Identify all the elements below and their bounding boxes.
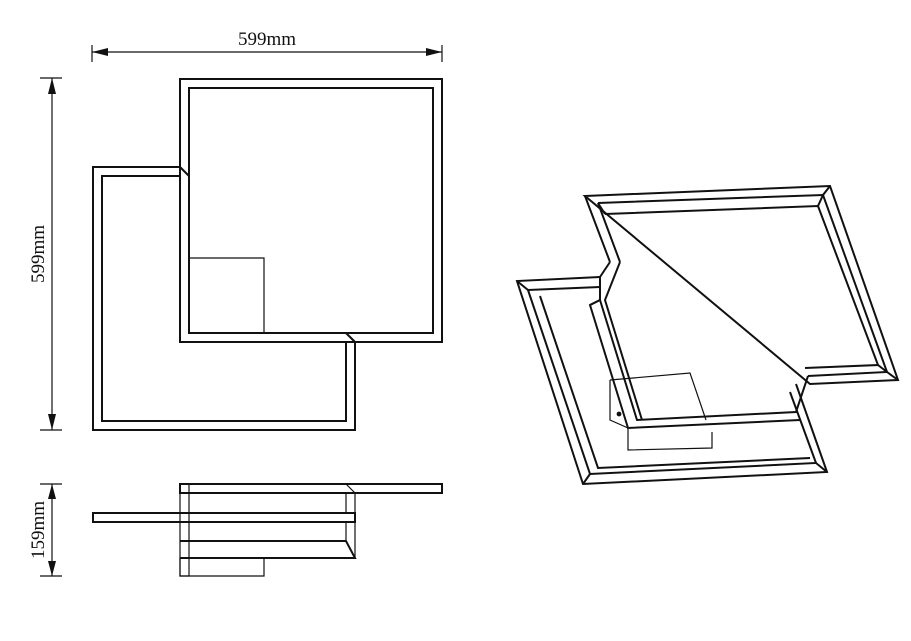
iso-frame-connector-inner [603, 261, 643, 421]
front-view [92, 78, 443, 431]
iso-frame-connector-face [588, 299, 801, 430]
height-label: 599mm [28, 225, 49, 283]
isometric-view [515, 184, 900, 486]
mounting-plate [189, 257, 265, 333]
side-view [92, 483, 443, 577]
iso-lower-frame-top-edge [516, 280, 601, 292]
back-frame-joint-top [179, 166, 190, 177]
width-label: 599mm [238, 29, 296, 50]
depth-label: 159mm [28, 501, 49, 559]
back-frame-outer [92, 166, 356, 431]
iso-lower-corners [582, 462, 828, 485]
iso-connector-joint [589, 299, 601, 306]
side-back-frame [92, 512, 356, 523]
side-body-mid [189, 521, 347, 542]
side-body-top [189, 492, 347, 513]
height-arrow-top [48, 78, 56, 94]
width-dimension: 599mm [91, 29, 443, 62]
depth-arrow-top [48, 484, 56, 499]
side-body-base [180, 540, 357, 559]
iso-frame-connector [599, 261, 809, 422]
depth-arrow-bottom [48, 561, 56, 576]
iso-upper-corner-b [817, 185, 831, 207]
iso-mount-side [609, 380, 629, 429]
iso-upper-corner-c [877, 364, 899, 381]
iso-upper-corner-a [597, 202, 606, 215]
side-front-frame [179, 483, 443, 494]
iso-lower-frame-inner-face [539, 295, 811, 470]
height-arrow-bottom [48, 414, 56, 430]
iso-upper-frame-inner-face [604, 204, 880, 369]
front-frame-outer [179, 78, 443, 343]
back-frame-inner [101, 175, 347, 422]
iso-upper-frame-left-edge [584, 195, 621, 263]
iso-lower-frame-inner [527, 289, 818, 476]
width-arrow-left [92, 48, 108, 56]
width-arrow-right [426, 48, 442, 56]
height-dimension: 599mm [28, 77, 62, 431]
side-bevel-top [345, 483, 356, 494]
side-mount-post [179, 483, 190, 577]
iso-screw-icon [616, 411, 622, 417]
iso-upper-frame-inner-top [597, 193, 889, 377]
side-mounting-plate [179, 558, 265, 577]
front-frame-inner [188, 87, 434, 334]
iso-lower-frame-outer [515, 276, 829, 486]
iso-upper-frame-outer [582, 184, 900, 386]
iso-mount-body [627, 428, 713, 451]
depth-dimension: 159mm [28, 483, 62, 577]
iso-mounting-plate [609, 372, 707, 421]
back-frame-joint-bottom [345, 332, 356, 343]
